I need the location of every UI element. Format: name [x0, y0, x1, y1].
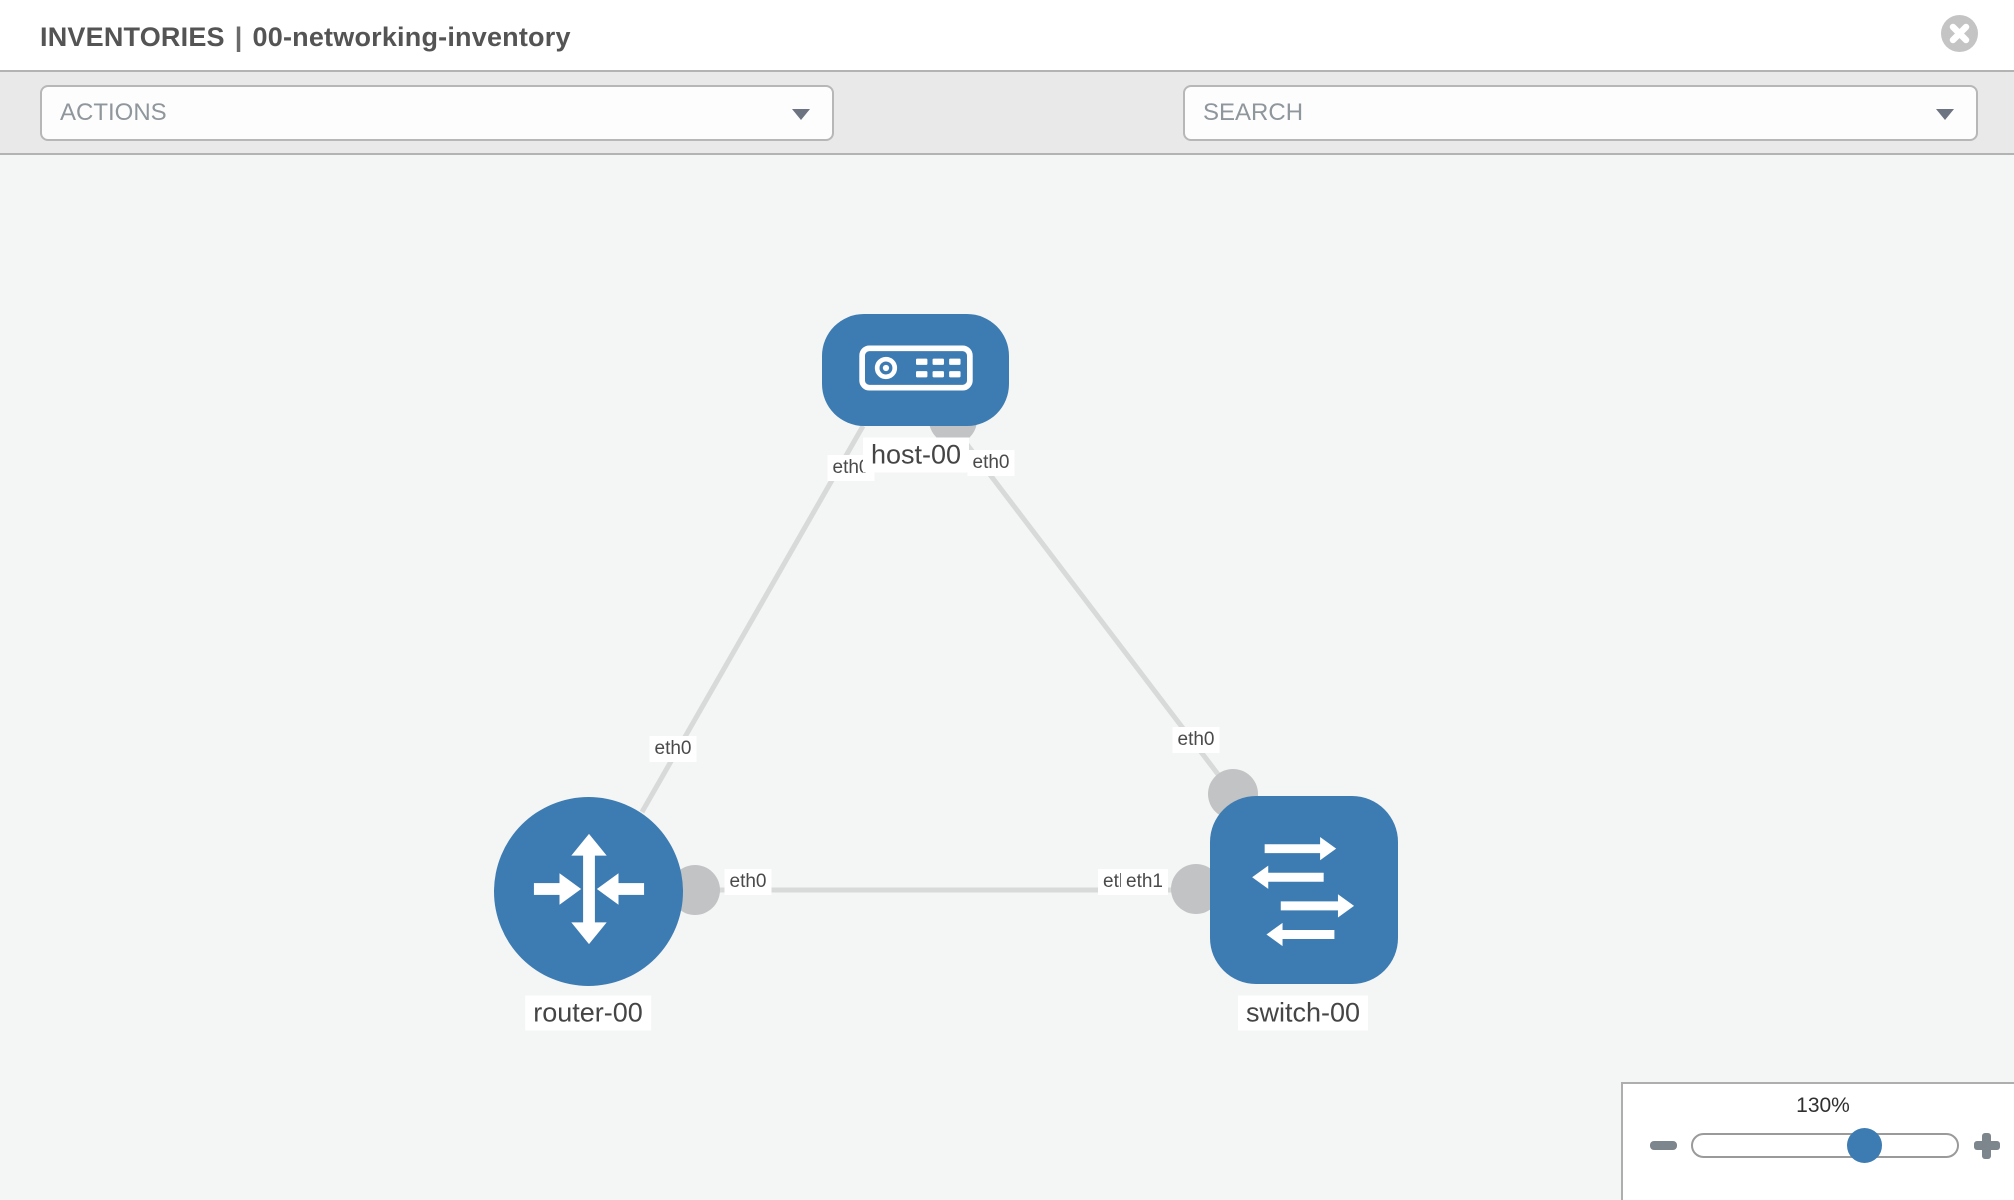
search-dropdown[interactable]: SEARCH — [1183, 85, 1978, 141]
zoom-control-panel: 130% — [1621, 1082, 2014, 1200]
iface-label-host-to-switch: eth0 — [967, 450, 1015, 476]
toolbar: ACTIONS — [0, 70, 2014, 200]
close-button[interactable] — [1941, 15, 1978, 52]
chevron-down-icon — [1936, 109, 1954, 120]
topology-canvas[interactable]: host-00 router-00 switch-00 eth0 eth0 et… — [0, 157, 2014, 1200]
zoom-slider-track[interactable] — [1691, 1133, 1959, 1158]
node-label-switch: switch-00 — [1237, 995, 1369, 1031]
node-switch-00[interactable] — [1210, 796, 1398, 984]
title-section: INVENTORIES — [40, 22, 225, 52]
page-title: INVENTORIES | 00-networking-inventory — [40, 0, 571, 70]
search-dropdown-label: SEARCH — [1203, 99, 1304, 126]
iface-label-switch-to-router: eth1 — [1121, 869, 1168, 895]
iface-label-router-to-switch: eth0 — [724, 869, 772, 895]
header-bar: INVENTORIES | 00-networking-inventory — [0, 0, 2014, 70]
connector-router-right — [670, 865, 720, 915]
iface-label-switch-to-host: eth0 — [1172, 727, 1220, 753]
node-label-router: router-00 — [525, 995, 651, 1031]
plus-icon — [1982, 1133, 1991, 1159]
connector-switch-left — [1171, 864, 1221, 914]
zoom-in-button[interactable] — [1974, 1133, 2000, 1159]
zoom-slider-knob[interactable] — [1847, 1128, 1882, 1163]
host-icon — [858, 341, 974, 400]
zoom-out-button[interactable] — [1650, 1141, 1677, 1150]
actions-dropdown[interactable]: ACTIONS — [40, 85, 834, 141]
zoom-level-value: 130% — [1796, 1094, 1850, 1117]
title-separator: | — [234, 22, 243, 52]
node-label-host: host-00 — [862, 437, 970, 473]
chevron-down-icon — [792, 109, 810, 120]
actions-dropdown-label: ACTIONS — [60, 99, 167, 126]
router-icon — [530, 830, 648, 953]
title-inventory-name: 00-networking-inventory — [252, 22, 571, 52]
node-host-00[interactable] — [822, 314, 1009, 426]
switch-icon — [1245, 829, 1363, 952]
iface-label-router-to-host: eth0 — [649, 736, 697, 762]
node-router-00[interactable] — [494, 797, 683, 986]
